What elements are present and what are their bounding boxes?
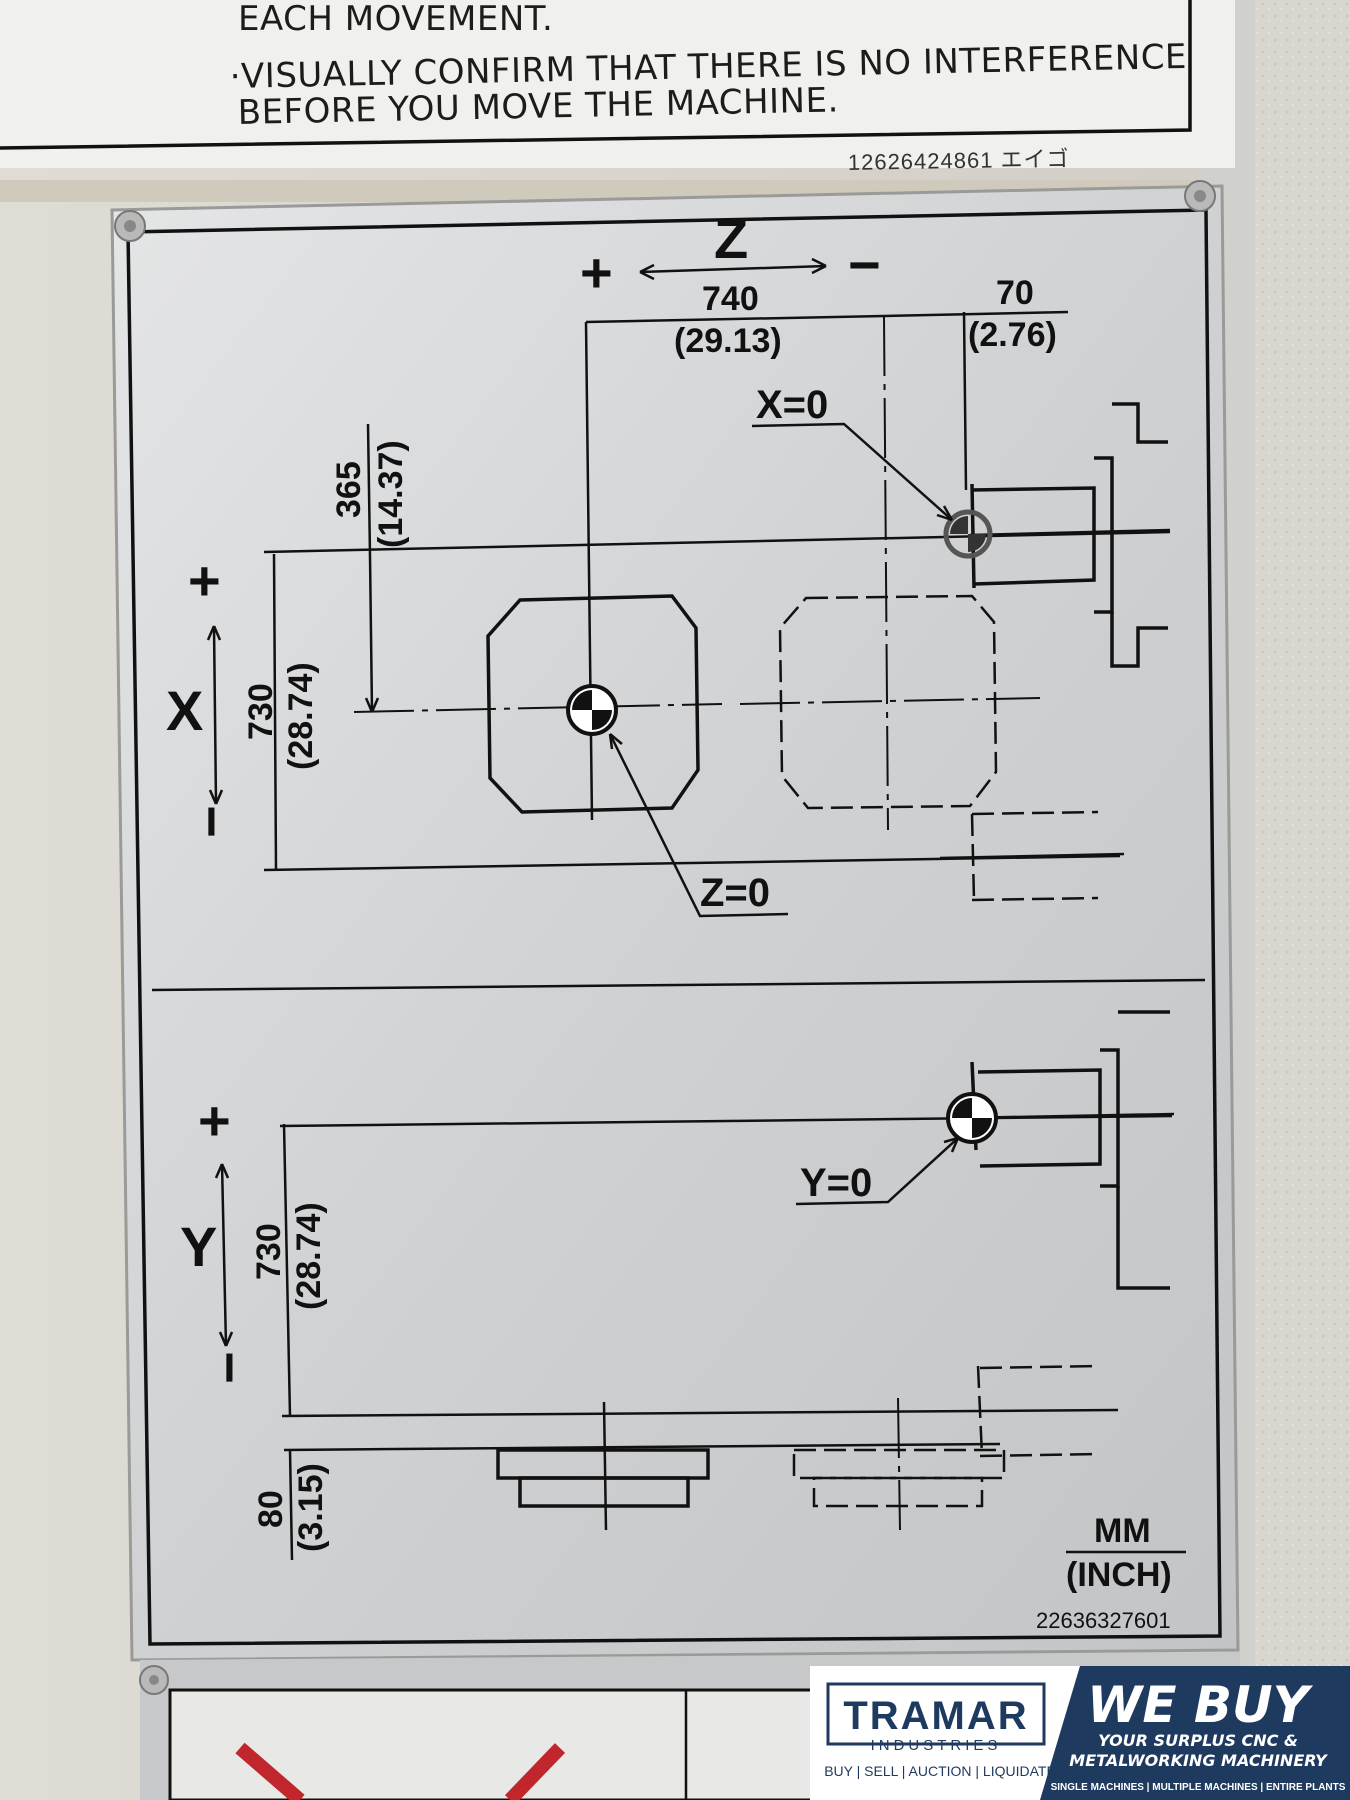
watermark-company: TRAMAR	[843, 1694, 1028, 1738]
z-travel-mm: 740	[702, 280, 759, 318]
prohibition-mark	[235, 1742, 566, 1800]
z-zero-line	[584, 321, 594, 821]
screw-top-right	[1184, 180, 1216, 212]
warning-line-1: EACH MOVEMENT.	[238, 0, 553, 39]
x-minus-sign: −	[179, 805, 242, 838]
spindle-phantom-lower	[976, 1364, 1101, 1458]
warning-label: EACH MOVEMENT. ·VISUALLY CONFIRM THAT TH…	[0, 0, 1235, 175]
y-zero-label: Y=0	[800, 1161, 872, 1205]
y-offset-mm: 80	[252, 1490, 290, 1528]
x-travel-inch: (28.74)	[282, 662, 320, 770]
watermark-footer: SINGLE MACHINES | MULTIPLE MACHINES | EN…	[1051, 1782, 1346, 1793]
pallet-solid	[486, 594, 700, 814]
warning-part-number: 12626424861 エイゴ	[848, 146, 1070, 175]
screw-top-left	[114, 210, 146, 242]
z-zero-marker	[566, 684, 618, 736]
screw-bottom-left	[139, 1665, 169, 1695]
table-phantom	[792, 1397, 1006, 1531]
y-minus-sign: −	[197, 1351, 260, 1384]
x-offset-inch: (14.37)	[372, 440, 410, 548]
tramar-watermark: TRAMAR INDUSTRIES BUY | SELL | AUCTION |…	[810, 1666, 1350, 1800]
axis-travel-plate: Z + − 740 (29.13) 70 (2.76) + − X 730 (2…	[110, 180, 1240, 1662]
pallet-phantom	[778, 594, 998, 810]
stucco-wall	[1250, 0, 1350, 1800]
watermark-navy-panel	[1040, 1666, 1350, 1800]
spindle-upper	[943, 402, 1171, 668]
watermark-services: BUY | SELL | AUCTION | LIQUIDATE	[824, 1763, 1056, 1779]
x-axis-label: X	[166, 679, 203, 742]
y-travel-inch: (28.74)	[290, 1202, 328, 1310]
spindle-lower	[946, 1010, 1175, 1290]
z-plus-sign: +	[580, 241, 613, 304]
spindle-phantom-upper	[939, 810, 1125, 902]
x-direction-arrow	[206, 625, 224, 805]
y-direction-arrow	[214, 1163, 234, 1347]
watermark-white-panel	[810, 1666, 1080, 1800]
y-offset-inch: (3.15)	[292, 1463, 330, 1552]
z-offset-inch: (2.76)	[968, 316, 1057, 354]
watermark-headline: WE BUY	[1087, 1676, 1313, 1734]
watermark-subline-1: YOUR SURPLUS CNC &	[1098, 1731, 1298, 1750]
watermark-company-sub: INDUSTRIES	[871, 1737, 1002, 1754]
x-plus-sign: +	[188, 549, 221, 612]
watermark-subline-2: METALWORKING MACHINERY	[1069, 1751, 1328, 1770]
z-offset-mm: 70	[996, 274, 1034, 312]
y-travel-mm: 730	[250, 1223, 288, 1280]
plate-divider	[151, 978, 1206, 992]
table-solid	[496, 1401, 710, 1531]
y-axis-label: Y	[180, 1215, 217, 1278]
unit-primary: MM	[1094, 1512, 1151, 1550]
z-travel-inch: (29.13)	[674, 322, 782, 360]
z-axis-label: Z	[714, 207, 748, 270]
plate-part-number: 22636327601	[1036, 1608, 1171, 1633]
y-plus-sign: +	[198, 1089, 231, 1152]
x-zero-label: X=0	[756, 383, 828, 427]
z-minus-sign: −	[848, 233, 881, 296]
z-zero-label: Z=0	[700, 871, 770, 915]
watermark-logo-box	[826, 1682, 1046, 1746]
x-offset-mm: 365	[330, 461, 368, 518]
z-direction-arrow	[639, 257, 827, 281]
unit-secondary: (INCH)	[1066, 1556, 1172, 1594]
